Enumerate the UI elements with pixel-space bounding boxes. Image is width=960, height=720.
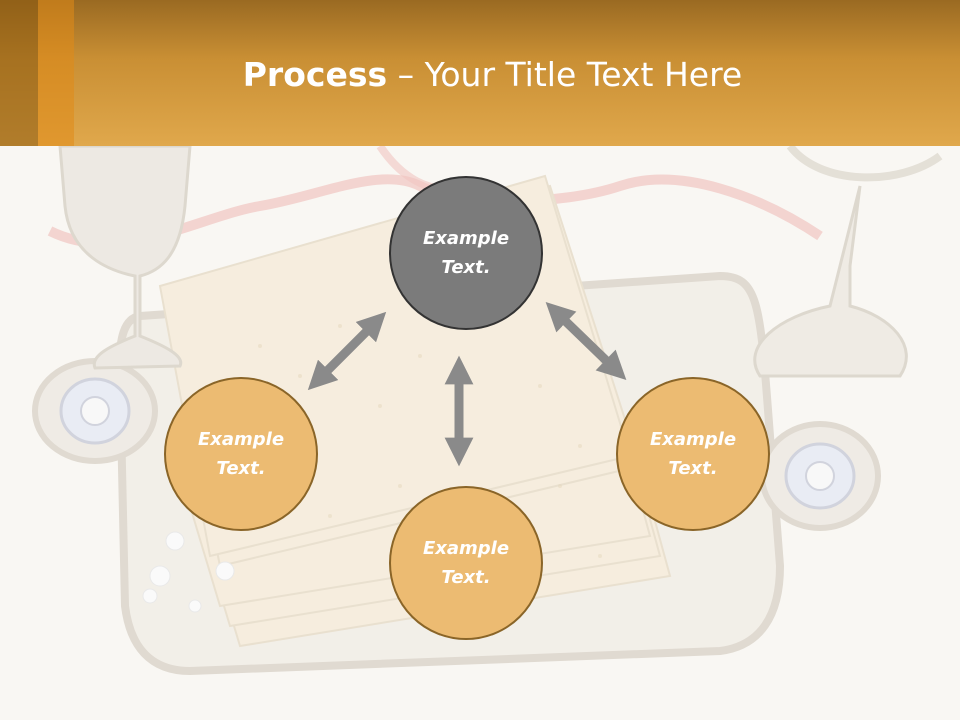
circle-label: Example Text.	[649, 429, 737, 479]
circle-label: Example Text.	[422, 228, 510, 278]
left-circle: Example Text.	[164, 377, 318, 531]
circle-label: Example Text.	[197, 429, 285, 479]
arrow-top-right	[545, 301, 627, 381]
right-circle: Example Text.	[616, 377, 770, 531]
title-banner	[0, 0, 960, 146]
banner-accent-dark	[0, 0, 38, 146]
center-top-circle: Example Text.	[389, 176, 543, 330]
banner-accent-light	[38, 0, 74, 146]
title-bold-part: Process	[242, 55, 388, 94]
circle-label: Example Text.	[422, 538, 510, 588]
slide-title: Process – Your Title Text Here	[0, 52, 960, 98]
title-rest-part: – Your Title Text Here	[387, 55, 743, 94]
bottom-circle: Example Text.	[389, 486, 543, 640]
arrow-top-left	[307, 311, 387, 391]
